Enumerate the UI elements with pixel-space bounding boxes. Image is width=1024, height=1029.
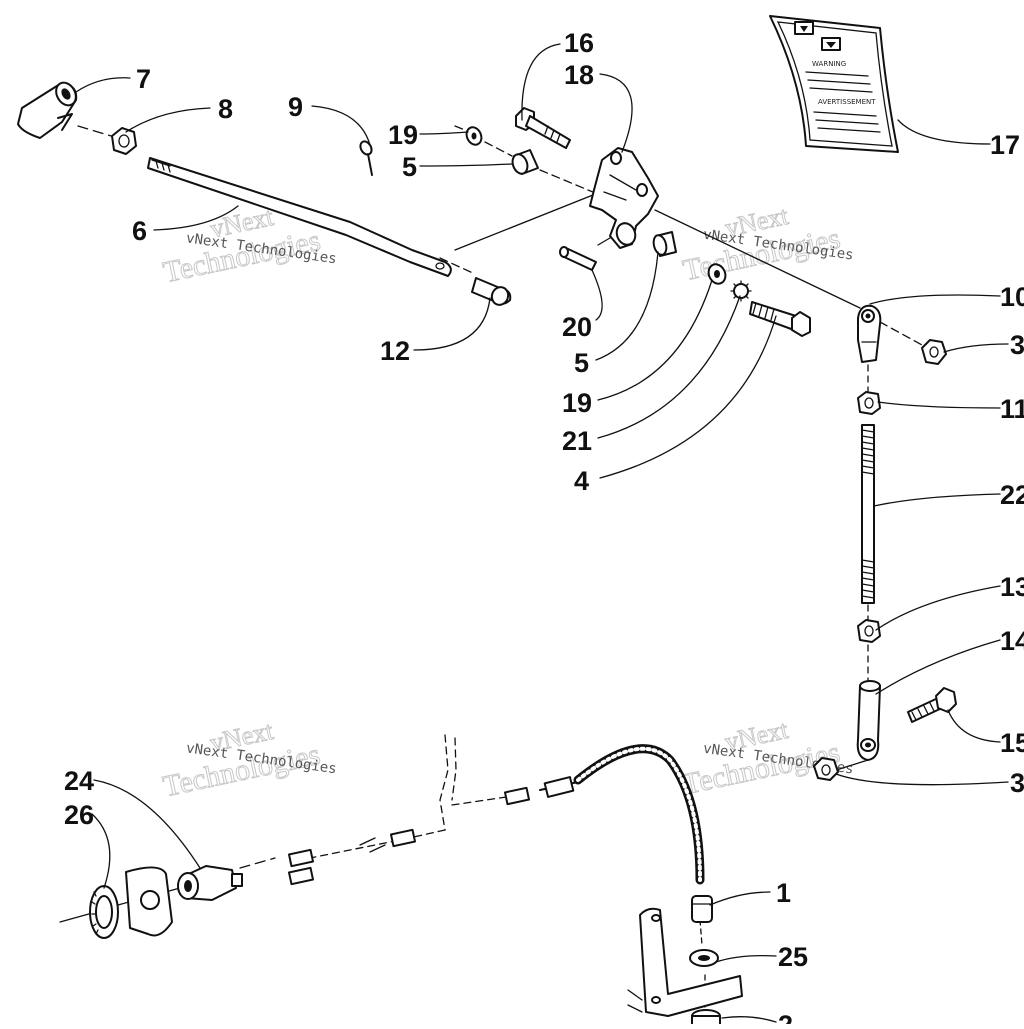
- leader-lines: [75, 43, 1009, 1023]
- part-5-bushing-upper: [511, 149, 539, 175]
- callout-4: 4: [574, 466, 589, 496]
- callout-16: 16: [564, 28, 594, 58]
- callout-19-upper: 19: [388, 120, 418, 150]
- part-9-cotter-pin: [359, 140, 373, 176]
- part-13-jam-nut: [857, 619, 881, 643]
- part-19-washer-lower: [707, 263, 727, 285]
- callout-13: 13: [1000, 572, 1024, 602]
- callout-26: 26: [64, 800, 94, 830]
- part-2-nut: [691, 1009, 721, 1027]
- callout-1: 1: [776, 878, 791, 908]
- part-26-bezel-nut: [89, 866, 173, 939]
- callout-21: 21: [562, 426, 592, 456]
- callout-10: 10: [1000, 282, 1024, 312]
- part-15-bolt: [907, 687, 957, 723]
- decal-warning-text: WARNING: [812, 60, 846, 68]
- shift-cable: [539, 744, 705, 885]
- callout-7: 7: [136, 64, 151, 94]
- callout-6: 6: [132, 216, 147, 246]
- callout-3-upper: 3: [1010, 330, 1024, 360]
- decal-warning-text-fr: AVERTISSEMENT: [818, 98, 876, 106]
- part-20-spring-pin: [559, 246, 597, 271]
- part-3-nut-upper: [921, 339, 947, 365]
- callout-24: 24: [64, 766, 94, 796]
- part-22-threaded-rod: [861, 424, 875, 604]
- part-1-cable-end: [691, 895, 713, 923]
- callout-2: 2: [778, 1010, 793, 1024]
- part-19-washer-upper: [465, 126, 483, 146]
- part-7-handle-grip: [17, 81, 78, 139]
- part-11-jam-nut: [857, 391, 881, 415]
- part-16-bolt: [515, 107, 571, 149]
- callout-14: 14: [1000, 626, 1024, 656]
- callout-19-lower: 19: [562, 388, 592, 418]
- part-17-decal: WARNING AVERTISSEMENT: [769, 15, 899, 153]
- callout-17: 17: [990, 130, 1020, 160]
- callout-18: 18: [564, 60, 594, 90]
- callout-5-lower: 5: [574, 348, 589, 378]
- part-25-mounting-bracket: [627, 907, 743, 1017]
- callout-labels: 7 8 9 6 12 16 18 19 5 17 20 5 19 21 4 10…: [64, 28, 1024, 1029]
- part-14-rod-end: [856, 680, 881, 761]
- callout-25: 25: [778, 942, 808, 972]
- callout-12: 12: [380, 336, 410, 366]
- callout-11: 11: [1000, 394, 1024, 424]
- callout-15: 15: [1000, 728, 1024, 758]
- callout-8: 8: [218, 94, 233, 124]
- part-21-lock-washer: [730, 280, 752, 302]
- callout-5-upper: 5: [402, 152, 417, 182]
- part-4-bolt: [749, 301, 811, 337]
- wiring-harness: [287, 734, 531, 886]
- callout-9: 9: [288, 92, 303, 122]
- callout-3-lower: 3: [1010, 768, 1024, 798]
- part-5-bushing-lower: [652, 231, 677, 257]
- part-8-nut: [111, 127, 137, 155]
- part-24-switch: [177, 865, 243, 901]
- part-12-clevis-pin: [471, 277, 512, 306]
- part-18-bracket: [589, 147, 659, 249]
- callout-22: 22: [1000, 480, 1024, 510]
- part-6-shift-lever: [147, 157, 452, 277]
- part-3-nut-lower: [813, 757, 839, 781]
- part-10-rod-end: [857, 304, 882, 363]
- callout-20: 20: [562, 312, 592, 342]
